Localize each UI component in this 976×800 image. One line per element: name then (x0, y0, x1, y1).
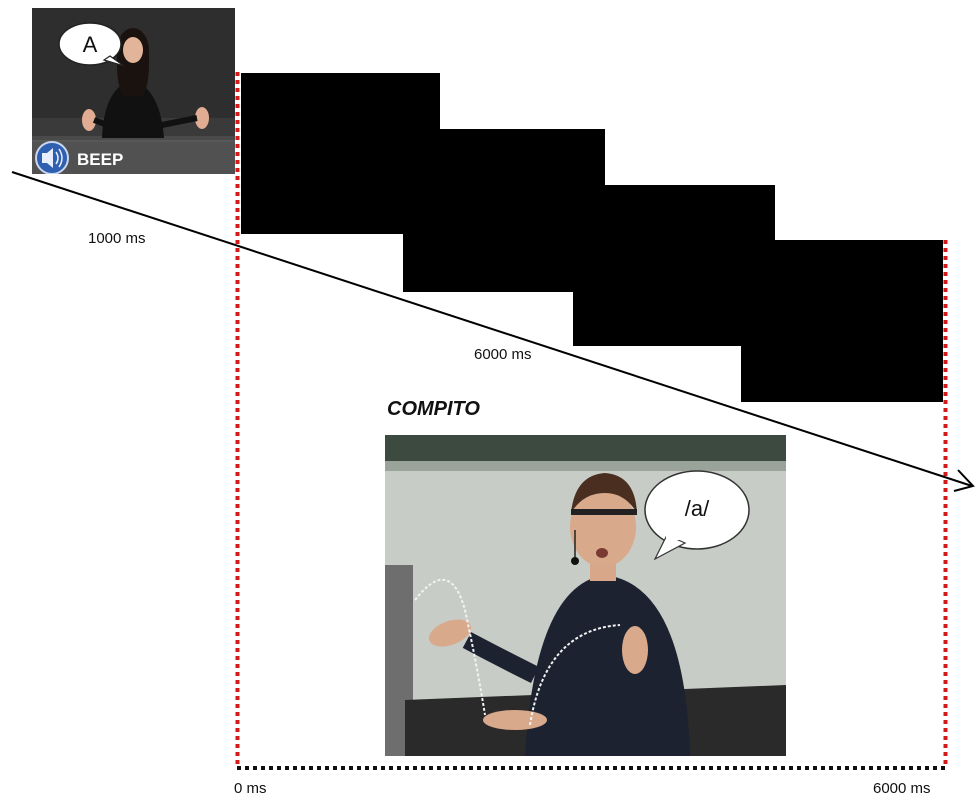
time-arrow-line (11, 171, 973, 487)
beep-label: BEEP (77, 150, 123, 169)
frames-duration-label: 6000 ms (474, 346, 532, 363)
axis-start-label: 0 ms (234, 780, 267, 797)
time-arrow-head (953, 469, 975, 492)
task-photo: /a/ (385, 435, 786, 756)
speaker-icon (42, 148, 53, 168)
black-frame-2 (403, 129, 605, 292)
cue-duration-label: 1000 ms (88, 230, 146, 247)
cue-bubble-letter: A (83, 32, 98, 57)
task-photo-illustration: /a/ (385, 435, 786, 756)
cue-photo: A BEEP (32, 8, 235, 174)
black-frame-4 (741, 240, 943, 402)
axis-end-label: 6000 ms (873, 780, 931, 797)
task-title: COMPITO (387, 398, 480, 420)
task-bubble-text: /a/ (685, 496, 710, 521)
cue-photo-illustration: A BEEP (32, 8, 235, 174)
